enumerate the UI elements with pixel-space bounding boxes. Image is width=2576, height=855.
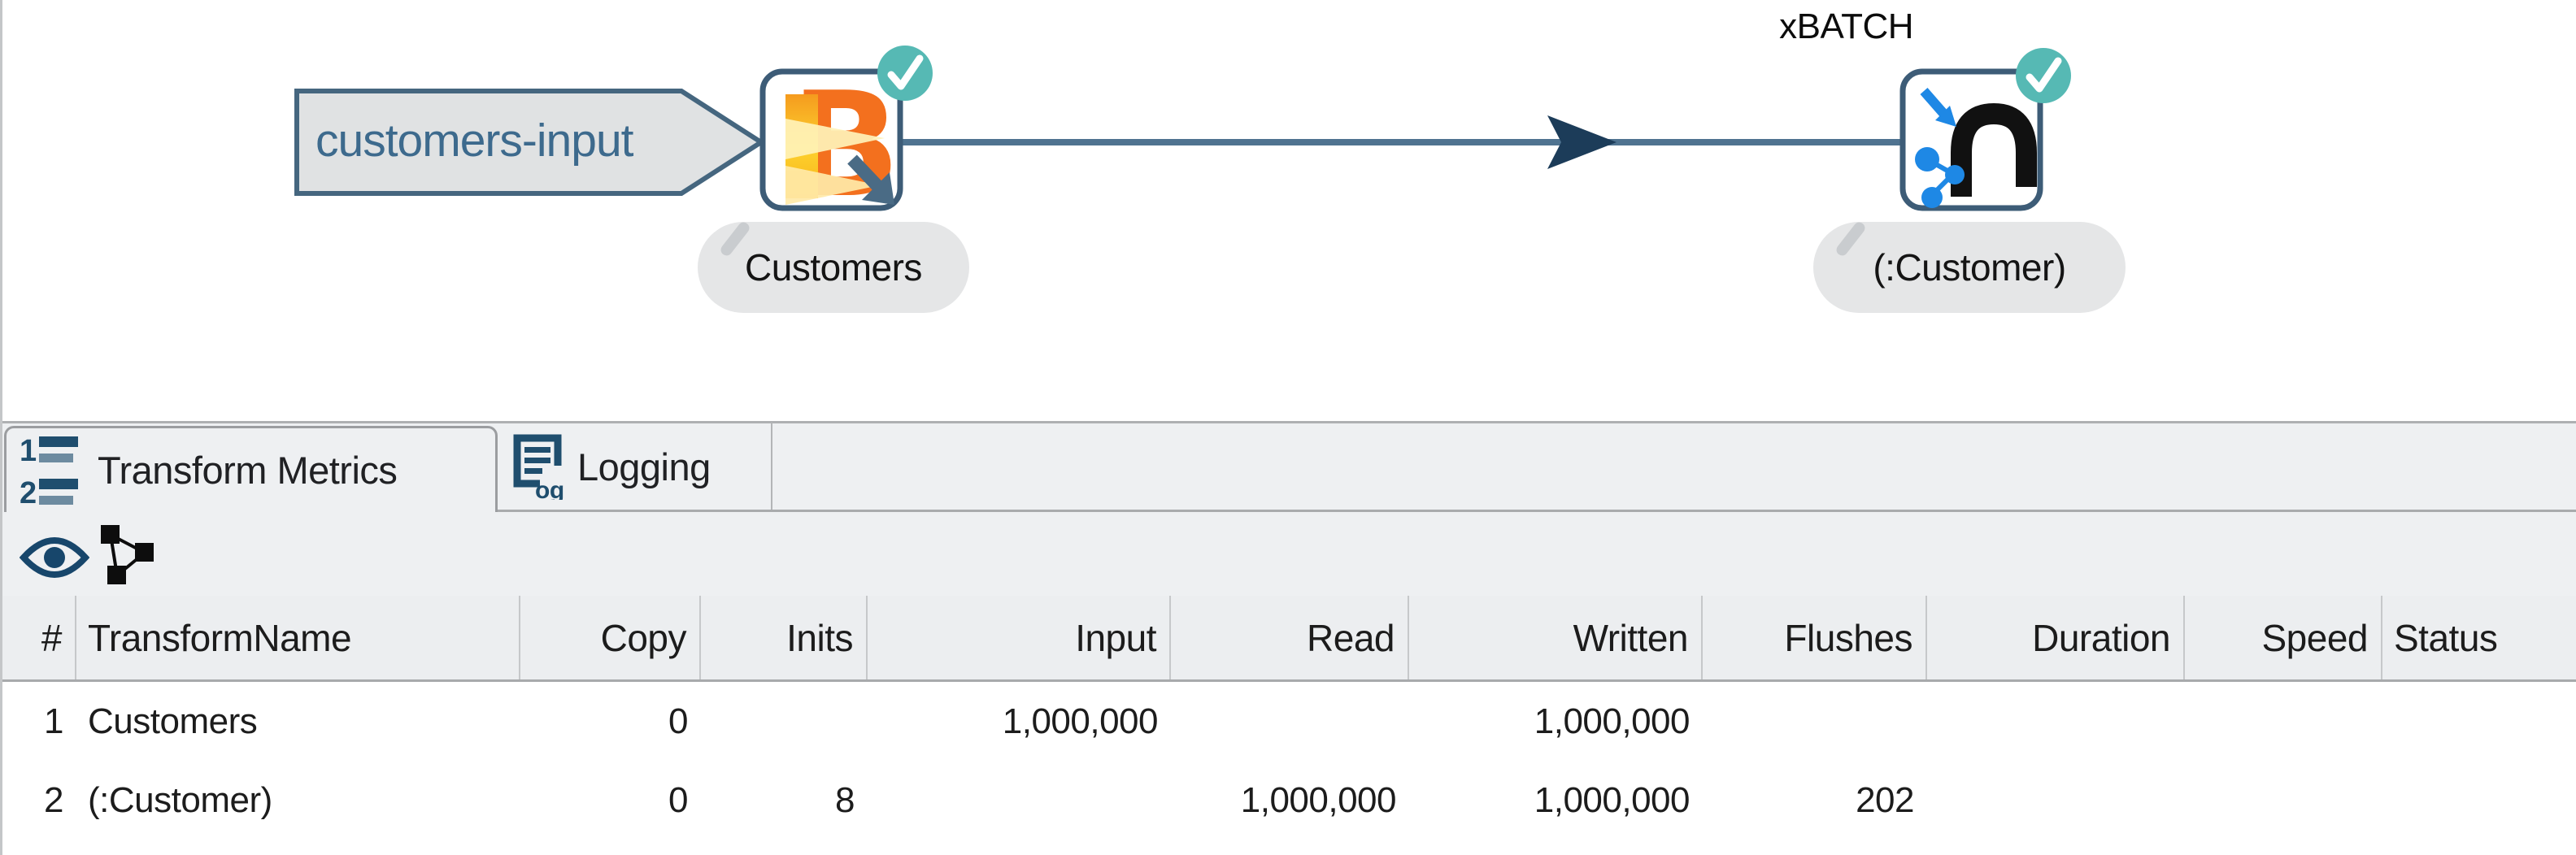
numbered-list-icon: 1 2 <box>20 434 78 510</box>
success-check-icon <box>2016 48 2071 103</box>
graph-icon[interactable] <box>94 520 159 588</box>
table-row[interactable]: 2 (:Customer) 0 8 1,000,000 1,000,000 20… <box>0 761 2576 840</box>
cell-duration <box>1927 682 2185 761</box>
tabbar-divider <box>498 510 2576 512</box>
col-header-status[interactable]: Status <box>2394 616 2498 659</box>
cell-transformname: (:Customer) <box>88 779 272 820</box>
node-annotation-xbatch: xBATCH <box>1779 7 1913 46</box>
input-flag-shape[interactable] <box>294 89 766 196</box>
col-header-input[interactable]: Input <box>868 596 1171 679</box>
col-header-duration[interactable]: Duration <box>1927 596 2185 679</box>
col-header-written[interactable]: Written <box>1409 596 1703 679</box>
cell-number: 1 <box>44 701 63 741</box>
cell-speed <box>2185 761 2382 840</box>
col-header-number[interactable]: # <box>0 596 76 679</box>
cell-status <box>2382 682 2576 761</box>
col-header-copy[interactable]: Copy <box>520 596 701 679</box>
metrics-toolbar <box>0 512 2576 596</box>
tab-transform-metrics[interactable]: 1 2 Transform Metrics <box>4 426 498 512</box>
success-check-icon <box>877 46 933 101</box>
col-header-speed[interactable]: Speed <box>2185 596 2382 679</box>
table-row[interactable]: 1 Customers 0 1,000,000 1,000,000 <box>0 682 2576 761</box>
node-customer-neo4j[interactable] <box>1899 68 2043 211</box>
col-header-read[interactable]: Read <box>1171 596 1409 679</box>
input-flag-label: customers-input <box>315 115 634 167</box>
cell-written: 1,000,000 <box>1534 779 1690 820</box>
metrics-table-header: # TransformName Copy Inits Input Read Wr… <box>0 596 2576 682</box>
eye-icon[interactable] <box>20 532 89 584</box>
pipeline-graph: B <box>294 46 2071 229</box>
svg-text:og: og <box>535 477 564 500</box>
cell-number: 2 <box>44 779 63 820</box>
svg-text:1: 1 <box>20 434 37 468</box>
cell-copy: 0 <box>668 701 688 741</box>
hop-arrowhead-icon <box>1547 115 1617 169</box>
pipeline-canvas[interactable]: B <box>0 0 2576 421</box>
cell-flushes <box>1703 682 1927 761</box>
node-label-customer[interactable]: (:Customer) <box>1813 219 2126 313</box>
col-header-flushes[interactable]: Flushes <box>1703 596 1927 679</box>
node-label-customers[interactable]: Customers <box>698 219 969 313</box>
cell-status <box>2382 761 2576 840</box>
tab-label: Logging <box>577 445 711 488</box>
col-header-transformname[interactable]: TransformName <box>76 596 520 679</box>
cell-flushes: 202 <box>1856 779 1914 820</box>
cell-inits: 8 <box>835 779 855 820</box>
node-customers[interactable]: B <box>759 61 903 229</box>
cell-written: 1,000,000 <box>1534 701 1690 741</box>
cell-inits <box>701 682 868 761</box>
tab-label: Transform Metrics <box>98 449 398 492</box>
pencil-icon <box>1834 219 1868 258</box>
cell-transformname: Customers <box>88 701 258 741</box>
col-header-inits[interactable]: Inits <box>701 596 868 679</box>
cell-duration <box>1927 761 2185 840</box>
cell-input <box>868 761 1171 840</box>
cell-copy: 0 <box>668 779 688 820</box>
node-label-text: (:Customer) <box>1873 246 2066 289</box>
cell-read <box>1171 682 1409 761</box>
metrics-table-body: 1 Customers 0 1,000,000 1,000,000 2 (:Cu… <box>0 682 2576 840</box>
tab-logging[interactable]: og Logging <box>498 423 772 510</box>
svg-text:2: 2 <box>20 476 37 510</box>
cell-input: 1,000,000 <box>1002 701 1159 741</box>
node-label-text: Customers <box>745 246 922 289</box>
input-arrow-icon <box>847 154 894 205</box>
cell-speed <box>2185 682 2382 761</box>
cell-read: 1,000,000 <box>1240 779 1397 820</box>
log-icon: og <box>513 434 564 500</box>
neo4j-icon <box>1915 88 2037 208</box>
window-left-border <box>0 0 2 855</box>
